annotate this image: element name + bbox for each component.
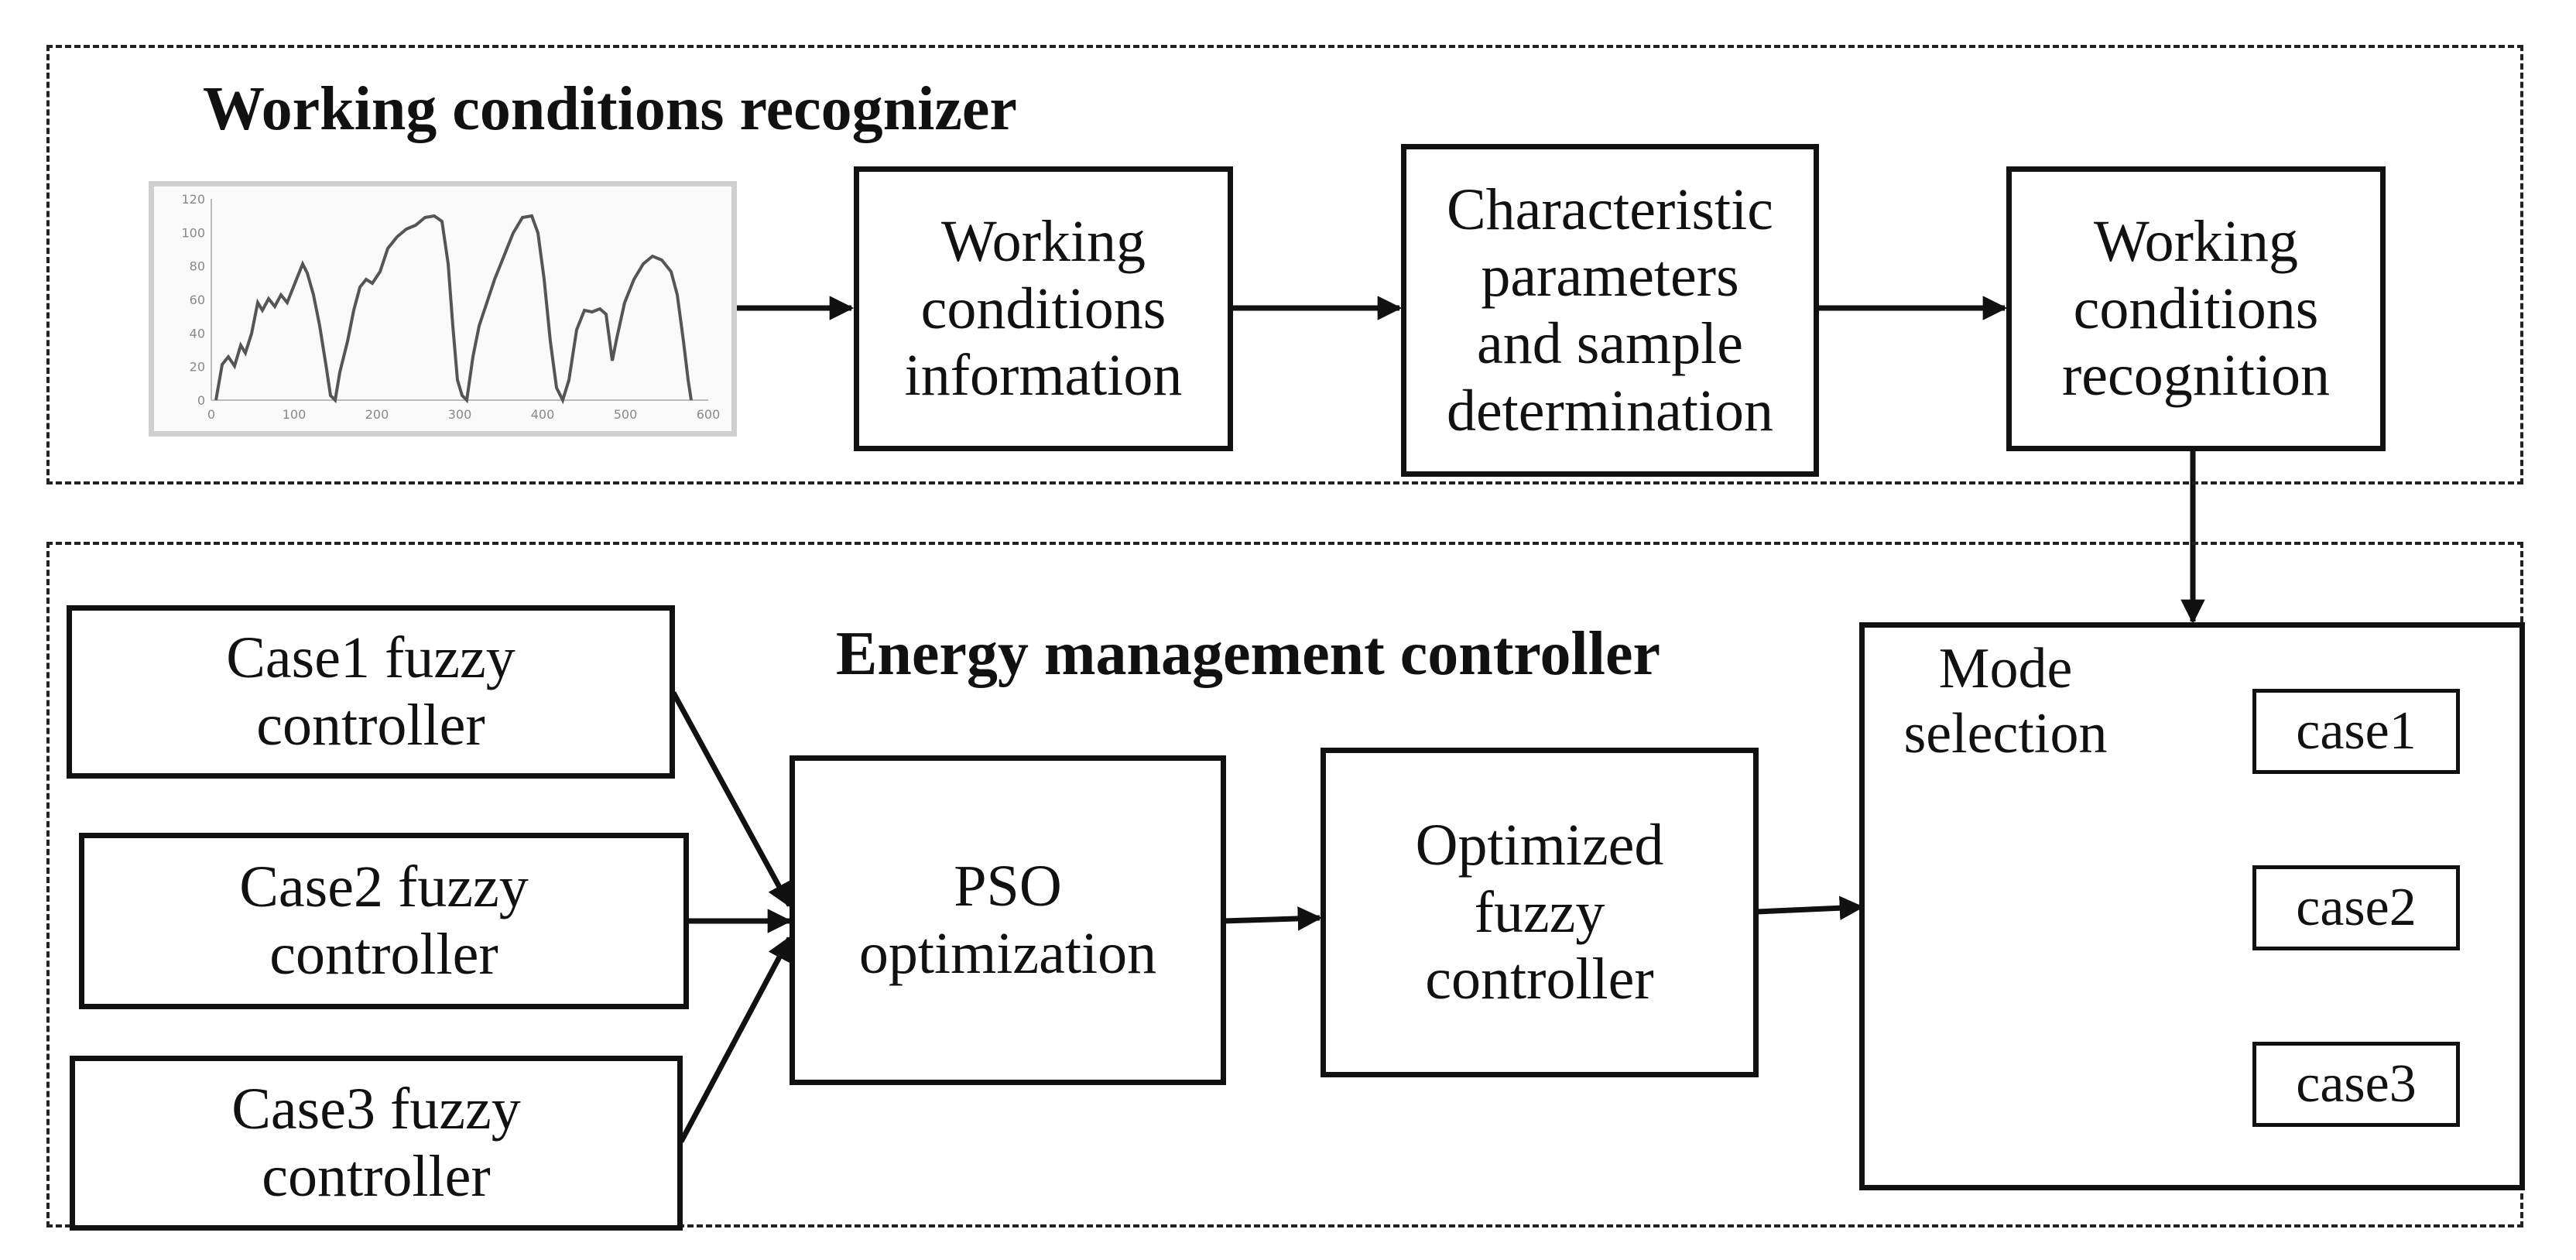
recognizer-title: Working conditions recognizer [203,75,1017,143]
optimized-fuzzy-controller-box: Optimized fuzzy controller [1321,748,1759,1077]
case3-fuzzy-controller-label: Case3 fuzzy controller [231,1077,521,1209]
cycle-x-tick-label: 0 [207,407,215,422]
case1-output-label: case1 [2296,701,2417,762]
case2-fuzzy-controller-label: Case2 fuzzy controller [239,854,529,987]
working-conditions-information-box: Working conditions information [854,166,1233,451]
characteristic-parameters-box: Characteristic parameters and sample det… [1401,144,1819,477]
case2-output-box: case2 [2252,865,2460,950]
recognizer-region [46,45,2523,484]
case3-output-label: case3 [2296,1054,2417,1114]
cycle-x-tick-label: 600 [697,407,721,422]
driving-cycle-thumbnail: 0 20 40 60 80 100 120 0 100 200 300 400 500 600 [149,181,737,437]
case1-output-box: case1 [2252,689,2460,774]
mode-selection-label: Mode selection [1903,637,2108,766]
case2-fuzzy-controller-box: Case2 fuzzy controller [79,833,689,1009]
case3-fuzzy-controller-box: Case3 fuzzy controller [70,1056,683,1231]
cycle-x-tick-label: 500 [614,407,638,422]
working-conditions-information-label: Working conditions information [904,209,1183,409]
cycle-x-tick-label: 400 [531,407,555,422]
cycle-y-tick-label: 100 [181,225,205,240]
arrow-case3-fuzzy-to-pso [678,936,793,1143]
working-conditions-recognition-label: Working conditions recognition [2061,209,2331,409]
arrow-pso-to-optimized [1222,906,1323,931]
case2-output-label: case2 [2296,878,2417,938]
cycle-y-tick-label: 80 [190,259,205,274]
cycle-y-tick-label: 40 [190,326,205,341]
cycle-x-tick-label: 100 [283,407,307,422]
cycle-y-tick-label: 20 [190,360,205,375]
working-conditions-recognition-box: Working conditions recognition [2006,166,2386,451]
speed-trace [214,214,693,405]
pso-optimization-label: PSO optimization [858,854,1157,986]
cycle-x-tick-label: 300 [448,407,472,422]
case1-fuzzy-controller-label: Case1 fuzzy controller [226,625,516,758]
cycle-y-tick-label: 60 [190,293,205,307]
cycle-y-tick-label: 120 [181,192,205,207]
case1-fuzzy-controller-box: Case1 fuzzy controller [67,605,675,779]
case3-output-box: case3 [2252,1042,2460,1127]
characteristic-parameters-label: Characteristic parameters and sample det… [1446,176,1774,443]
cycle-y-tick-label: 0 [197,393,205,408]
arrow-optimized-to-mode [1756,895,1865,920]
driving-cycle-plot: 0 20 40 60 80 100 120 0 100 200 300 400 500 600 [181,192,721,422]
arrow-case1-fuzzy-to-pso [670,691,793,908]
cycle-x-tick-label: 200 [365,407,389,422]
optimized-fuzzy-controller-label: Optimized fuzzy controller [1415,813,1664,1012]
pso-optimization-box: PSO optimization [790,755,1226,1085]
controller-title: Energy management controller [836,620,1660,688]
